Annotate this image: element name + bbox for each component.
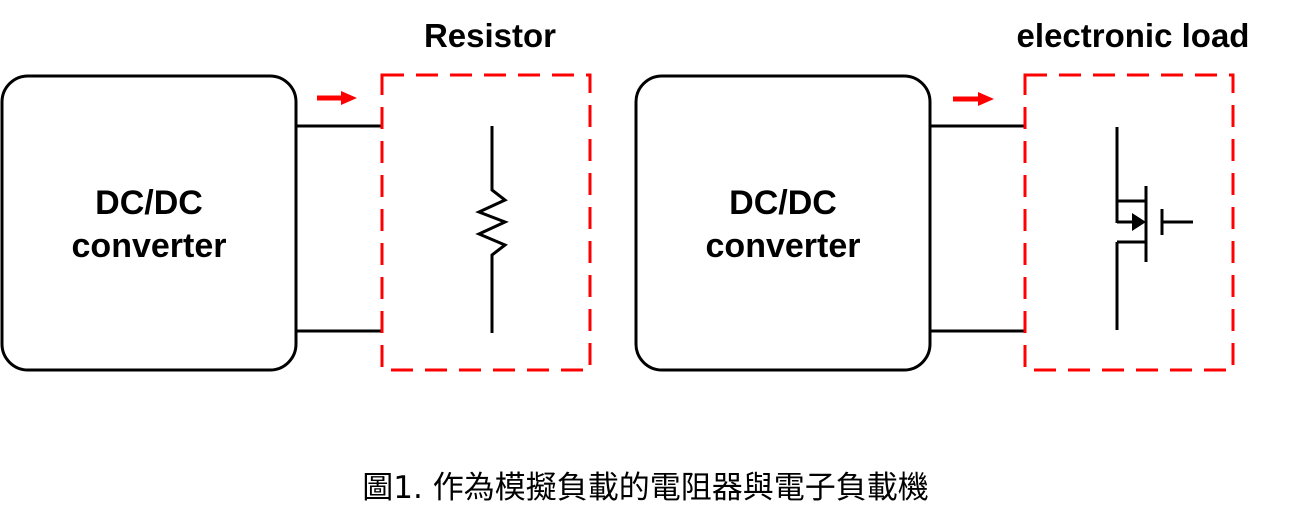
converter-label-line2: converter [706,227,861,265]
converter-label-line1: DC/DC [729,184,837,222]
electronic-load-dashed-box [1023,73,1235,372]
mosfet-icon [1115,127,1193,330]
current-arrow-icon [317,91,357,105]
current-arrow-icon [953,92,994,106]
converter-label-line1: DC/DC [95,184,203,222]
resistor-diagram: Resistor DC/DC converter [0,17,592,372]
electronic-load-diagram: electronic load DC/DC converter [634,17,1250,372]
dcdc-converter-box-right [634,74,932,372]
resistor-icon [475,126,509,333]
resistor-title: Resistor [424,17,556,54]
dcdc-converter-box-left [0,74,298,372]
figure-caption: 圖1. 作為模擬負載的電阻器與電子負載機 [362,470,929,506]
resistor-dashed-box [380,73,592,372]
converter-label-line2: converter [72,227,227,265]
electronic-load-title: electronic load [1017,17,1250,54]
